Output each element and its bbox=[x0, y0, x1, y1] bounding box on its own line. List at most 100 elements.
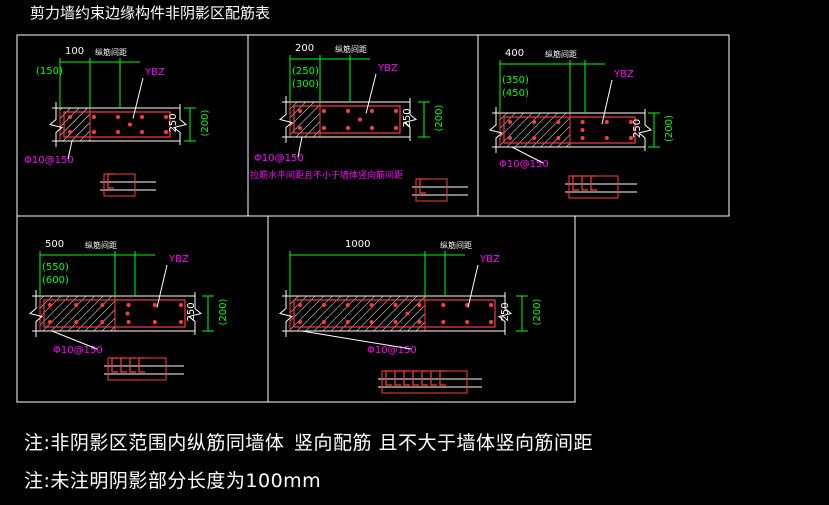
leader-line bbox=[467, 264, 479, 308]
rebar-dot bbox=[100, 320, 105, 324]
tie-hook bbox=[421, 370, 428, 386]
rebar-dot bbox=[629, 136, 633, 140]
rebar-dot bbox=[92, 130, 96, 134]
rebar-dot bbox=[48, 303, 52, 307]
thickness-label: 250 bbox=[402, 108, 413, 127]
spacing-label: 纵筋间距 bbox=[545, 49, 577, 59]
thickness-label: 250 bbox=[632, 119, 643, 138]
rebar-dot bbox=[116, 130, 120, 134]
tie-hook bbox=[385, 370, 392, 386]
tie-hook bbox=[394, 370, 401, 386]
leader-line bbox=[132, 77, 144, 119]
leader-line bbox=[511, 146, 544, 164]
rebar-dot bbox=[394, 109, 398, 113]
tie-detail bbox=[412, 178, 468, 202]
rebar-dot bbox=[417, 303, 422, 307]
shaded-zone bbox=[289, 295, 426, 332]
rebar-dot bbox=[346, 126, 350, 130]
rebar-dot bbox=[393, 303, 398, 307]
alt-width-label: (600) bbox=[42, 275, 69, 286]
rebar-dot bbox=[125, 311, 130, 316]
break-line bbox=[488, 107, 504, 153]
tie-hook bbox=[590, 175, 597, 191]
stirrup-outline bbox=[63, 111, 171, 138]
rebar-dot bbox=[152, 320, 157, 324]
rebar-dot bbox=[48, 320, 52, 324]
rebar-dot bbox=[508, 120, 512, 124]
rebar-dot bbox=[74, 320, 79, 324]
rebar-dot bbox=[405, 311, 410, 316]
stirrup-outline bbox=[293, 299, 496, 328]
rebar-dot bbox=[179, 303, 183, 307]
tie-hook bbox=[129, 357, 136, 373]
leader-line bbox=[156, 264, 168, 308]
rebar-dot bbox=[100, 303, 105, 307]
rebar-dot bbox=[369, 320, 374, 324]
panel-note: 拉筋水平间距且不小于墙体竖向筋间距 bbox=[250, 169, 403, 181]
leader-line bbox=[365, 73, 377, 114]
rebar-dot bbox=[441, 320, 446, 324]
rebar-dot bbox=[489, 303, 493, 307]
rebar-dot bbox=[346, 109, 350, 113]
ybz-label: YBZ bbox=[377, 63, 398, 74]
rebar-dot bbox=[629, 120, 633, 124]
rebar-dot bbox=[580, 120, 585, 124]
rebar-dot bbox=[580, 136, 585, 140]
rebar-dot bbox=[580, 128, 585, 132]
note-line-2: 注:未注明阴影部分长度为100mm bbox=[24, 470, 322, 492]
rebar-dot bbox=[508, 136, 512, 140]
rebar-dot bbox=[126, 320, 131, 324]
alt-width-label: (350) bbox=[502, 75, 529, 86]
rebar-dot bbox=[68, 130, 72, 134]
tie-frame bbox=[103, 173, 136, 197]
rebar-dot bbox=[126, 303, 131, 307]
width-label: 500 bbox=[45, 239, 64, 250]
rebar-dot bbox=[140, 115, 144, 119]
note-line-1: 注:非阴影区范围内纵筋同墙体 bbox=[24, 432, 285, 454]
rebar-dot bbox=[298, 320, 302, 324]
leader-line bbox=[297, 136, 303, 158]
alt-width-label: (550) bbox=[42, 262, 69, 273]
alt-thickness-label: (200) bbox=[200, 110, 211, 137]
tie-hook bbox=[439, 370, 446, 386]
width-label: 1000 bbox=[345, 239, 370, 250]
stirrup-label: Φ10@150 bbox=[254, 153, 304, 164]
rebar-dot bbox=[128, 122, 132, 127]
break-line bbox=[278, 290, 294, 337]
tie-frame bbox=[381, 370, 468, 394]
rebar-dot bbox=[298, 109, 302, 113]
break-line bbox=[497, 292, 513, 335]
rebar-dot bbox=[556, 120, 561, 124]
tie-detail bbox=[565, 175, 637, 199]
leader-line bbox=[301, 330, 412, 350]
tie-hook bbox=[572, 175, 579, 191]
rebar-dot bbox=[322, 126, 326, 130]
break-line bbox=[28, 290, 44, 337]
ybz-label: YBZ bbox=[613, 69, 634, 80]
rebar-dot bbox=[321, 303, 326, 307]
alt-width-label: (150) bbox=[36, 66, 63, 77]
thickness-label: 250 bbox=[168, 113, 179, 132]
rebar-dot bbox=[465, 320, 470, 324]
alt-thickness-label: (200) bbox=[664, 115, 675, 142]
rebar-dot bbox=[345, 320, 350, 324]
tie-hook bbox=[412, 370, 419, 386]
spacing-label: 纵筋间距 bbox=[85, 240, 117, 250]
leader-line bbox=[601, 79, 613, 125]
tie-frame bbox=[568, 175, 619, 199]
alt-thickness-label: (200) bbox=[532, 299, 543, 326]
break-line bbox=[48, 102, 64, 147]
note-line-1-continued: 竖向配筋 且不大于墙体竖向筋间距 bbox=[294, 432, 594, 454]
rebar-dot bbox=[152, 303, 157, 307]
tie-detail bbox=[104, 357, 184, 381]
rebar-dot bbox=[322, 109, 326, 113]
tie-hook bbox=[430, 370, 437, 386]
rebar-dot bbox=[298, 126, 302, 130]
tie-frame bbox=[107, 357, 167, 381]
break-line bbox=[172, 104, 188, 145]
shaded-zone bbox=[499, 112, 571, 148]
